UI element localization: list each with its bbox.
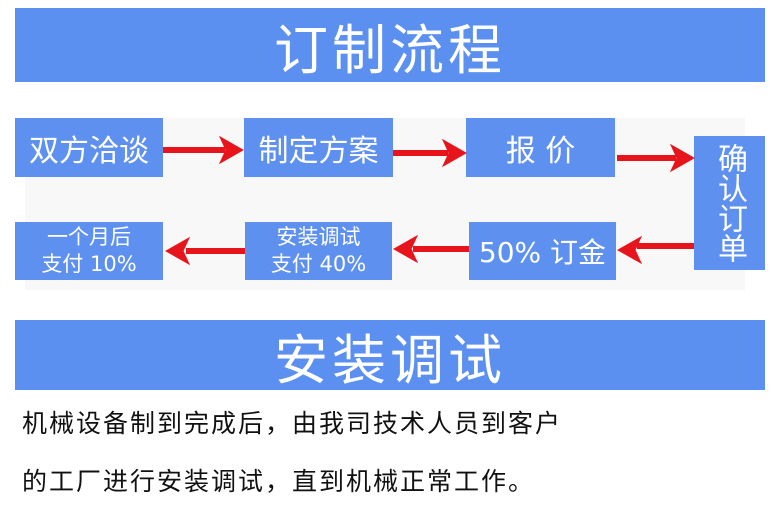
arrow-right-icon xyxy=(163,135,245,165)
title-banner: 订制流程 xyxy=(15,8,765,82)
arrow-left-icon xyxy=(392,234,469,264)
step-label: 报 价 xyxy=(505,133,576,169)
step-confirm-order: 确认订单 xyxy=(694,136,765,270)
step-label: 50% 订金 xyxy=(478,236,607,269)
step-negotiation: 双方洽谈 xyxy=(15,118,163,177)
section-title: 安装调试 xyxy=(274,328,506,392)
step-quote: 报 价 xyxy=(466,118,615,177)
arrow-left-icon xyxy=(616,235,694,265)
arrow-right-icon xyxy=(617,143,696,173)
step-final-payment: 一个月后支付 10% xyxy=(15,222,163,280)
step-label: 双方洽谈 xyxy=(29,133,149,169)
step-label: 支付 40% xyxy=(270,252,367,276)
description-line-2: 的工厂进行安装调试，直到机械正常工作。 xyxy=(22,467,536,496)
step-label: 制定方案 xyxy=(258,133,379,169)
section-banner: 安装调试 xyxy=(15,320,765,392)
step-deposit: 50% 订金 xyxy=(469,222,616,280)
step-install: 安装调试支付 40% xyxy=(245,222,392,280)
step-label: 安装调试 xyxy=(276,225,361,249)
step-label: 确认订单 xyxy=(712,143,747,263)
page-title: 订制流程 xyxy=(274,18,506,82)
step-plan: 制定方案 xyxy=(244,118,393,177)
arrow-right-icon xyxy=(393,138,468,168)
step-label: 支付 10% xyxy=(41,252,137,276)
description-line-1: 机械设备制到完成后，由我司技术人员到客户 xyxy=(22,409,563,438)
step-label: 一个月后 xyxy=(47,225,131,249)
arrow-left-icon xyxy=(164,236,245,266)
